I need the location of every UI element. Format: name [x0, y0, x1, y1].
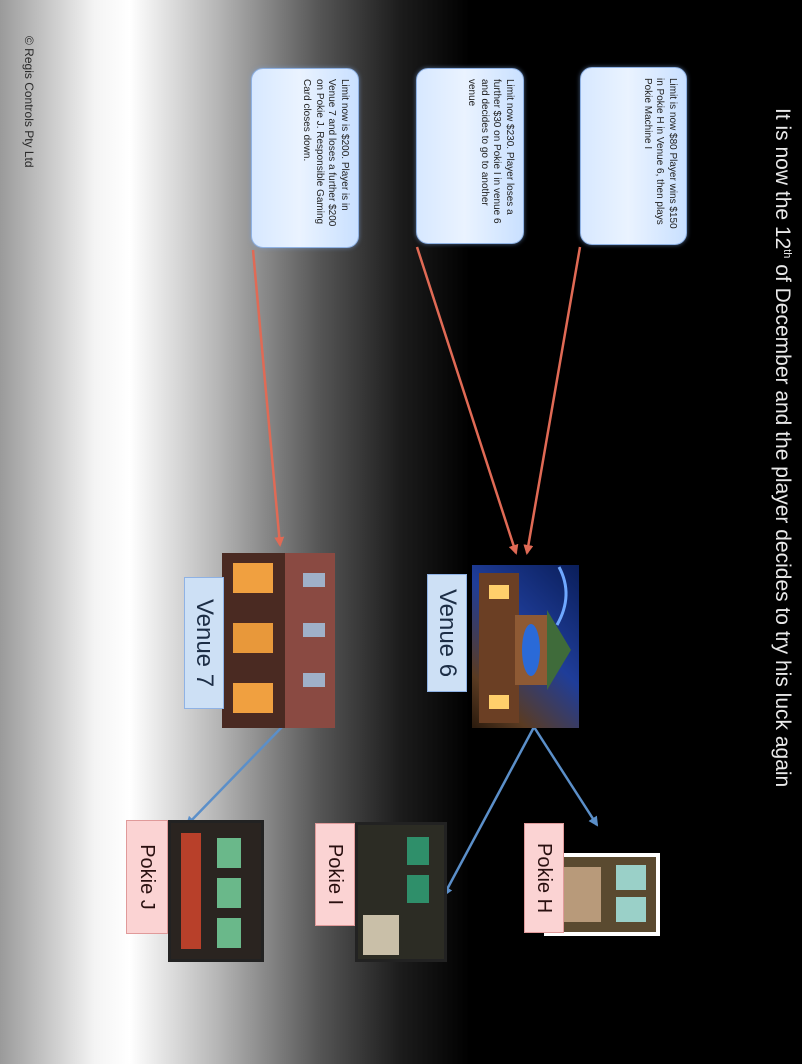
pokie-j-label: Pokie J [126, 820, 168, 934]
arrow-venue6-to-pokieI [442, 726, 536, 897]
venue-6-photo [472, 565, 579, 728]
callout-note-pokie-i: Limit now $230. Player loses a further $… [416, 68, 524, 244]
callout-note-text: Limit now is $200. Player is in Venue 7 … [301, 79, 351, 227]
venue-6-label: Venue 6 [427, 574, 467, 692]
callout-note-text: Limit now $230. Player loses a further $… [466, 79, 516, 224]
arrow-venue6-to-pokieH [532, 726, 599, 827]
title-text-start: It is now the 12 [771, 108, 794, 250]
pokie-h-label: Pokie H [524, 823, 564, 933]
pokie-j-illustration [171, 823, 261, 959]
copyright-notice: © Regis Controls Pty Ltd [22, 36, 36, 168]
pokie-h-label-text: Pokie H [533, 842, 556, 914]
venue-7-illustration [222, 553, 335, 728]
arrow-note3-to-venue7 [251, 249, 285, 547]
title-text-end: of December and the player decides to tr… [771, 258, 794, 788]
pokie-h-photo [544, 853, 660, 936]
venue-6-illustration [479, 566, 571, 723]
venue-7-label: Venue 7 [184, 577, 224, 709]
pokie-i-illustration [358, 825, 444, 959]
pokie-j-label-text: Pokie J [136, 844, 159, 910]
callout-note-pokie-h: Limit is now $80 Player wins $150 in Pok… [580, 67, 687, 245]
pokie-h-illustration [548, 857, 656, 932]
callout-note-text: Limit is now $80 Player wins $150 in Pok… [642, 78, 678, 229]
arrow-note1-to-venue6 [523, 246, 582, 555]
callout-note-pokie-j: Limit now is $200. Player is in Venue 7 … [251, 68, 359, 248]
venue-7-photo [222, 553, 335, 728]
venue-6-label-text: Venue 6 [434, 588, 461, 678]
pokie-j-photo [168, 820, 264, 962]
pokie-i-label: Pokie I [315, 823, 355, 926]
slide-title: It is now the 12th of December and the p… [754, 108, 794, 1064]
arrow-note2-to-venue6 [415, 246, 519, 555]
venue-7-label-text: Venue 7 [191, 598, 218, 688]
pokie-i-label-text: Pokie I [324, 843, 347, 906]
arrow-venue7-to-pokieJ [185, 726, 283, 827]
pokie-i-photo [355, 822, 447, 962]
